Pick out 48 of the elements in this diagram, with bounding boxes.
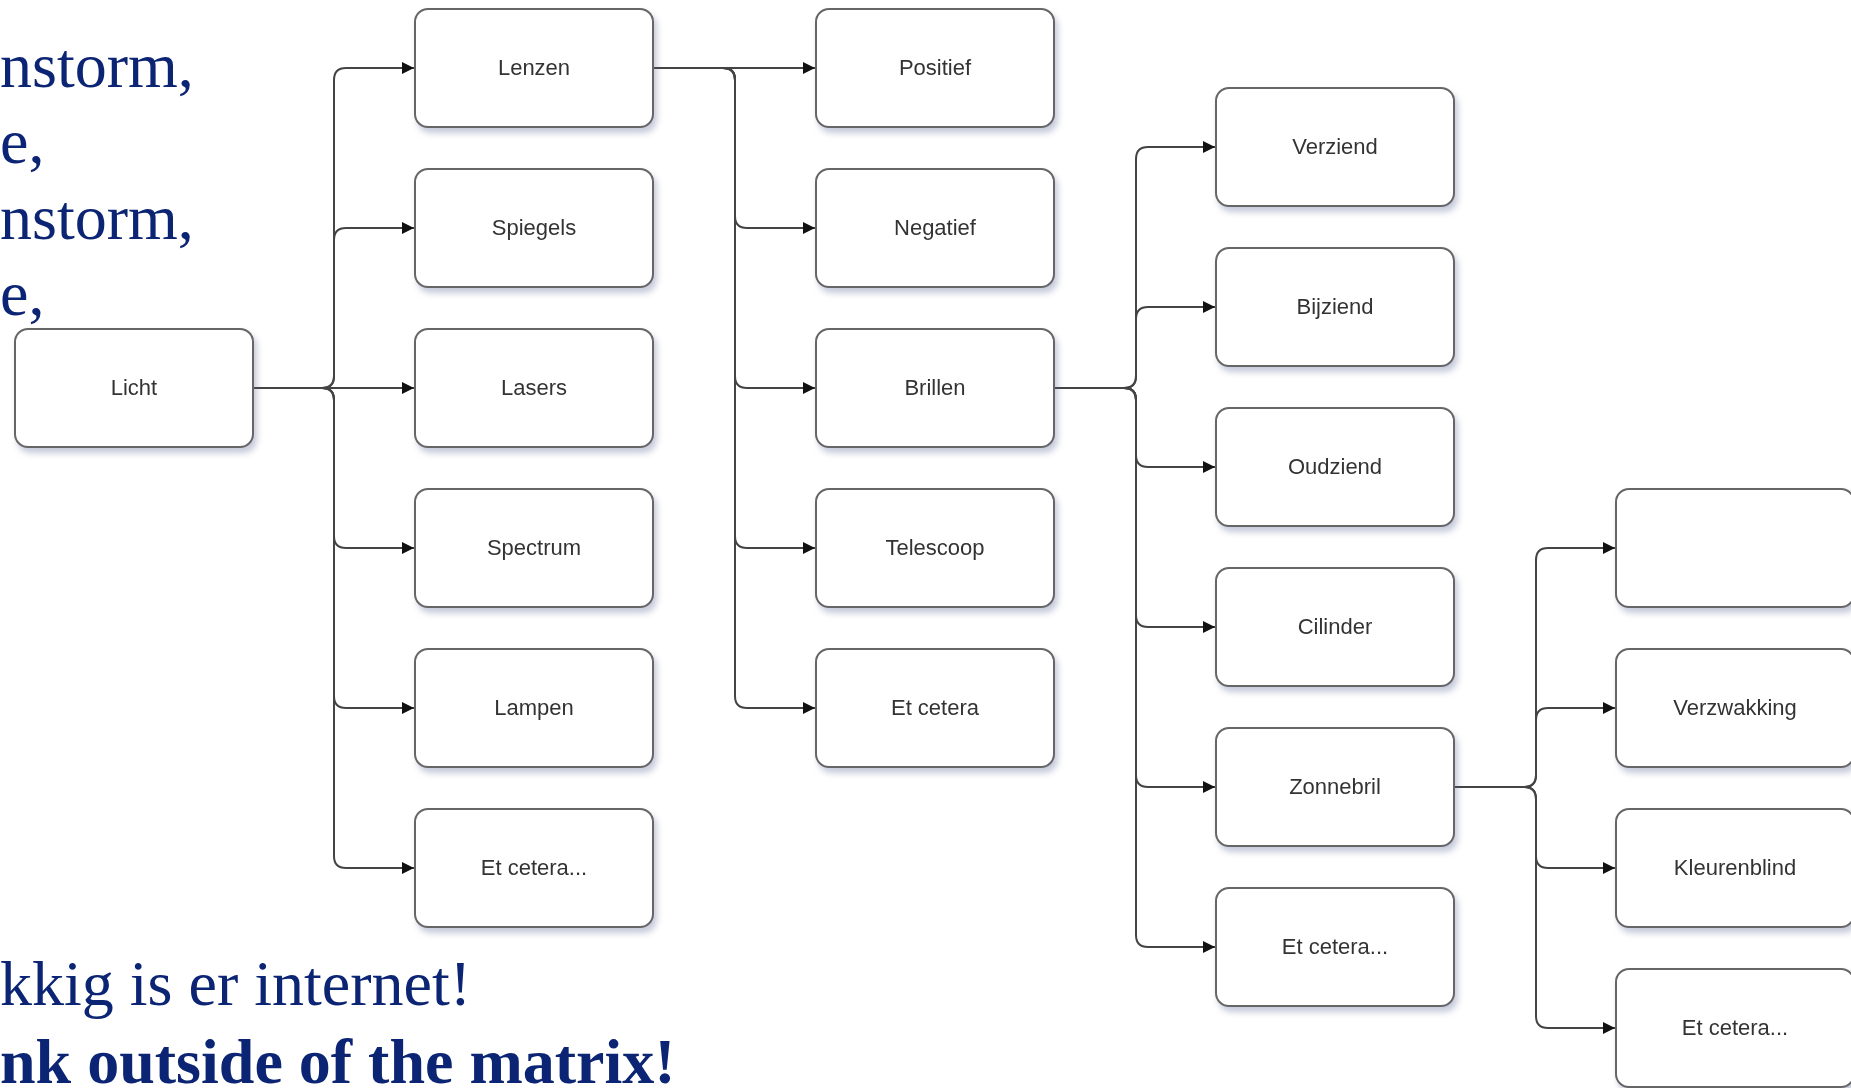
process-box	[815, 328, 1055, 448]
node-label: Kleurenblind	[1673, 855, 1797, 881]
node-label: Lampen	[494, 695, 574, 721]
node-label: Et cetera...	[480, 855, 588, 881]
process-box	[815, 168, 1055, 288]
process-box	[414, 8, 654, 128]
empty-box	[1615, 488, 1851, 608]
node-label: Verziend	[1292, 134, 1378, 160]
node-label: Oudziend	[1287, 454, 1383, 480]
process-box	[1215, 87, 1455, 207]
process-box	[1615, 648, 1851, 768]
process-box	[815, 488, 1055, 608]
slide-text: e,	[0, 262, 45, 326]
process-box	[1215, 247, 1455, 367]
node-label: Cilinder	[1297, 614, 1373, 640]
node-label: Et cetera	[890, 695, 979, 721]
node-label: Spectrum	[486, 535, 582, 561]
process-box	[414, 168, 654, 288]
node-label: Positief	[898, 55, 972, 81]
node-label: Negatief	[894, 215, 976, 241]
node-label: Et cetera...	[1681, 1015, 1789, 1041]
process-box	[14, 328, 254, 448]
node-label: Brillen	[904, 375, 966, 401]
slide-text: nstorm,	[0, 186, 194, 250]
process-box	[1215, 887, 1455, 1007]
node-label: Bijziend	[1296, 294, 1374, 320]
node-label: Spiegels	[491, 215, 577, 241]
process-box	[1215, 567, 1455, 687]
process-box	[815, 648, 1055, 768]
node-label: Telescoop	[885, 535, 985, 561]
process-box	[414, 648, 654, 768]
node-label: Lenzen	[497, 55, 571, 81]
slide-text: nstorm,	[0, 34, 194, 98]
process-box	[1615, 968, 1851, 1088]
node-label: Licht	[110, 375, 158, 401]
node-label: Zonnebril	[1289, 774, 1381, 800]
node-label: Lasers	[500, 375, 567, 401]
node-label: Verzwakking	[1673, 695, 1797, 721]
slide-text: e,	[0, 110, 45, 174]
process-box	[414, 328, 654, 448]
process-box	[414, 488, 654, 608]
node-label: Et cetera...	[1281, 934, 1389, 960]
slide-text: nk outside of the matrix!	[0, 1030, 676, 1088]
process-box	[815, 8, 1055, 128]
process-box	[1215, 407, 1455, 527]
process-box	[1215, 727, 1455, 847]
process-box	[414, 808, 654, 928]
process-box	[1615, 808, 1851, 928]
